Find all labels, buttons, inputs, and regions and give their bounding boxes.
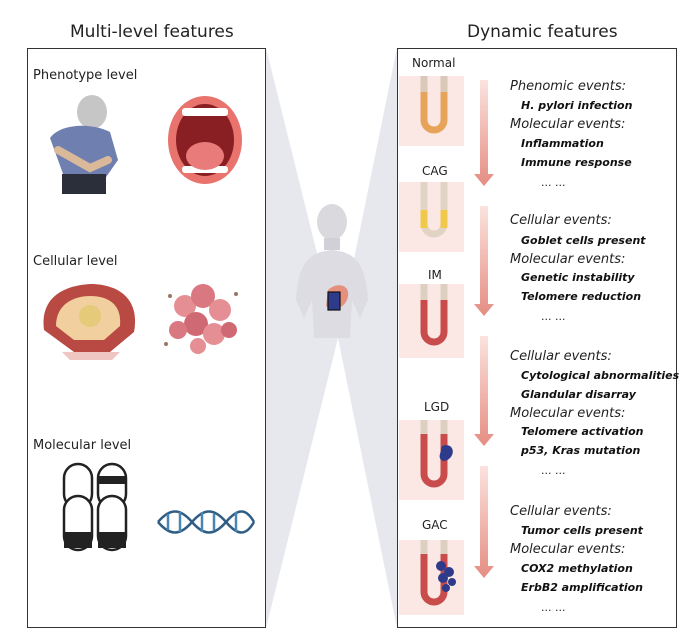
stage-gac-label: GAC (422, 518, 448, 532)
event-item: Telomere reduction (521, 290, 642, 303)
right-funnel (338, 48, 397, 628)
dynamic-panel (397, 48, 677, 628)
event-item: Genetic instability (521, 271, 635, 284)
left-panel-heading: Multi-level features (70, 22, 234, 42)
event-group-title: Phenomic events: (510, 79, 627, 94)
phenotype-level-label: Phenotype level (33, 68, 138, 83)
event-ellipsis: ... ... (541, 310, 566, 323)
left-funnel (266, 48, 338, 628)
multi-level-panel (27, 48, 266, 628)
right-panel-heading: Dynamic features (467, 22, 618, 42)
event-ellipsis: ... ... (541, 176, 566, 189)
stage-im-label: IM (428, 268, 442, 282)
event-group-title: Cellular events: (510, 504, 612, 519)
event-group-title: Molecular events: (510, 117, 626, 132)
event-ellipsis: ... ... (541, 464, 566, 477)
gland-cag-icon (399, 182, 464, 252)
molecular-level-label: Molecular level (33, 438, 132, 453)
event-item: p53, Kras mutation (521, 444, 641, 457)
tumor-tissue-icon (43, 284, 136, 360)
event-item: Tumor cells present (521, 524, 643, 537)
event-item: Goblet cells present (521, 234, 646, 247)
event-item: COX2 methylation (521, 562, 633, 575)
stomach-ache-person-icon (50, 95, 118, 194)
event-group-title: Molecular events: (510, 252, 626, 267)
event-item: Glandular disarray (521, 388, 636, 401)
progression-arrows (474, 80, 494, 578)
event-group-title: Cellular events: (510, 213, 612, 228)
human-figure-icon (296, 204, 368, 338)
event-ellipsis: ... ... (541, 601, 566, 614)
gland-im-icon (399, 284, 464, 358)
stage-lgd-label: LGD (424, 400, 450, 414)
cancer-cells-icon (164, 284, 238, 354)
event-item: Immune response (521, 156, 632, 169)
stage-cag-label: CAG (422, 164, 448, 178)
cellular-level-label: Cellular level (33, 254, 118, 269)
stage-normal-label: Normal (412, 56, 456, 70)
gland-lgd-icon (399, 420, 464, 500)
event-item: ErbB2 amplification (521, 581, 643, 594)
event-item: Telomere activation (521, 425, 644, 438)
event-item: H. pylori infection (521, 99, 633, 112)
chromosomes-icon (62, 462, 128, 552)
gland-gac-icon (399, 540, 464, 615)
event-group-title: Cellular events: (510, 349, 612, 364)
event-item: Inflammation (521, 137, 604, 150)
event-group-title: Molecular events: (510, 542, 626, 557)
gland-normal-icon (399, 76, 464, 146)
dna-helix-icon (157, 510, 256, 534)
event-group-title: Molecular events: (510, 406, 626, 421)
open-mouth-icon (168, 96, 242, 184)
event-item: Cytological abnormalities (521, 369, 680, 382)
